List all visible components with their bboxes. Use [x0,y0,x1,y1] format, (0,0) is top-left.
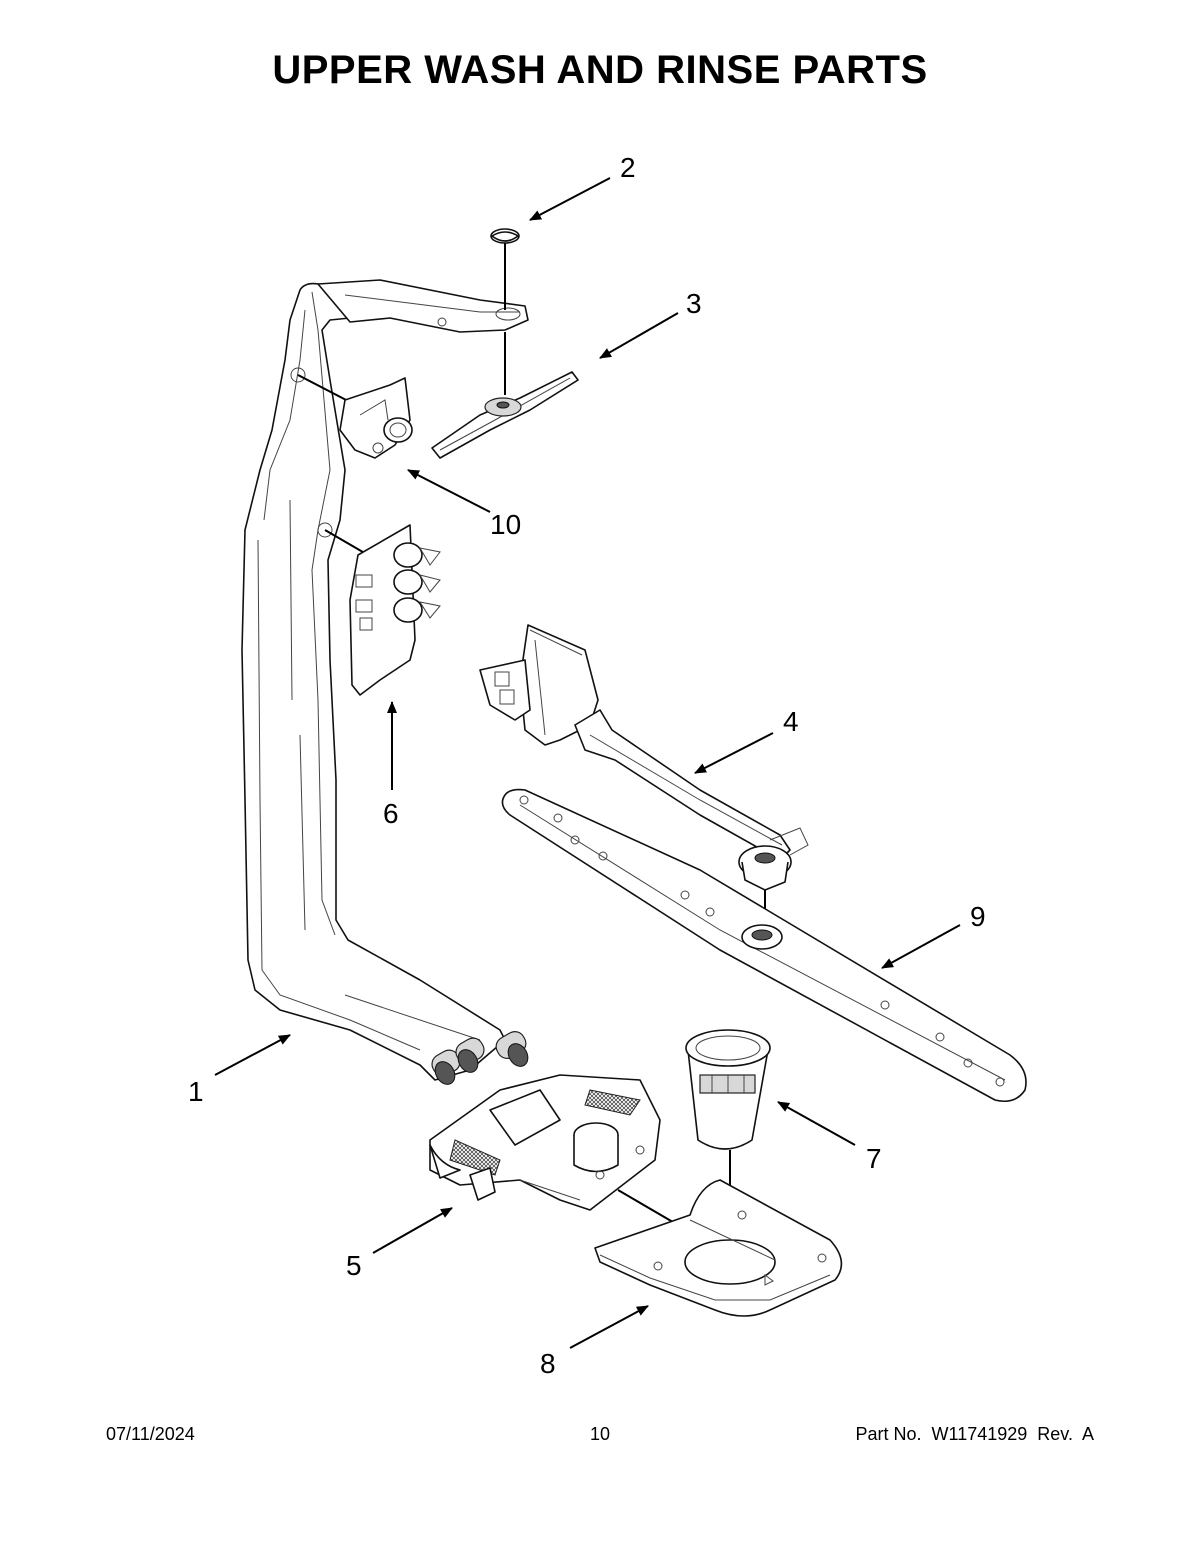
callout-arrows [214,177,961,1349]
part-3-spray-arm [431,332,579,459]
footer-part-number: Part No. W11741929 Rev. A [855,1424,1094,1444]
callout-2: 2 [620,152,636,183]
page-title: UPPER WASH AND RINSE PARTS [272,48,928,92]
arrow-5 [372,1207,453,1254]
arrow-4 [694,732,774,774]
part-8-plate [594,1179,843,1317]
part-6-valve-block [324,524,441,696]
callout-6: 6 [383,798,399,829]
arrow-7 [777,1101,856,1146]
arrow-2 [529,177,611,221]
part-5-sump [429,1074,691,1233]
part-10-connector [297,374,413,459]
arrow-3 [599,312,679,359]
part-2-cap [490,228,520,310]
arrow-8 [569,1305,649,1349]
callout-9: 9 [970,901,986,932]
footer-page-number: 10 [590,1424,611,1444]
part-1-conduit [241,279,529,1085]
arrow-1 [214,1034,291,1076]
callout-1: 1 [188,1076,204,1107]
callout-7: 7 [866,1143,882,1174]
callout-5: 5 [346,1250,362,1281]
arrow-9 [881,924,961,969]
part-4-manifold [479,624,809,930]
callout-3: 3 [686,288,702,319]
callout-10: 10 [490,509,522,540]
part-7-filter [685,1029,771,1275]
callout-4: 4 [783,706,799,737]
footer-date: 07/11/2024 [106,1424,195,1444]
callout-8: 8 [540,1348,556,1379]
part-9-lower-spray-arm [501,788,1027,1103]
arrow-10 [407,469,491,513]
